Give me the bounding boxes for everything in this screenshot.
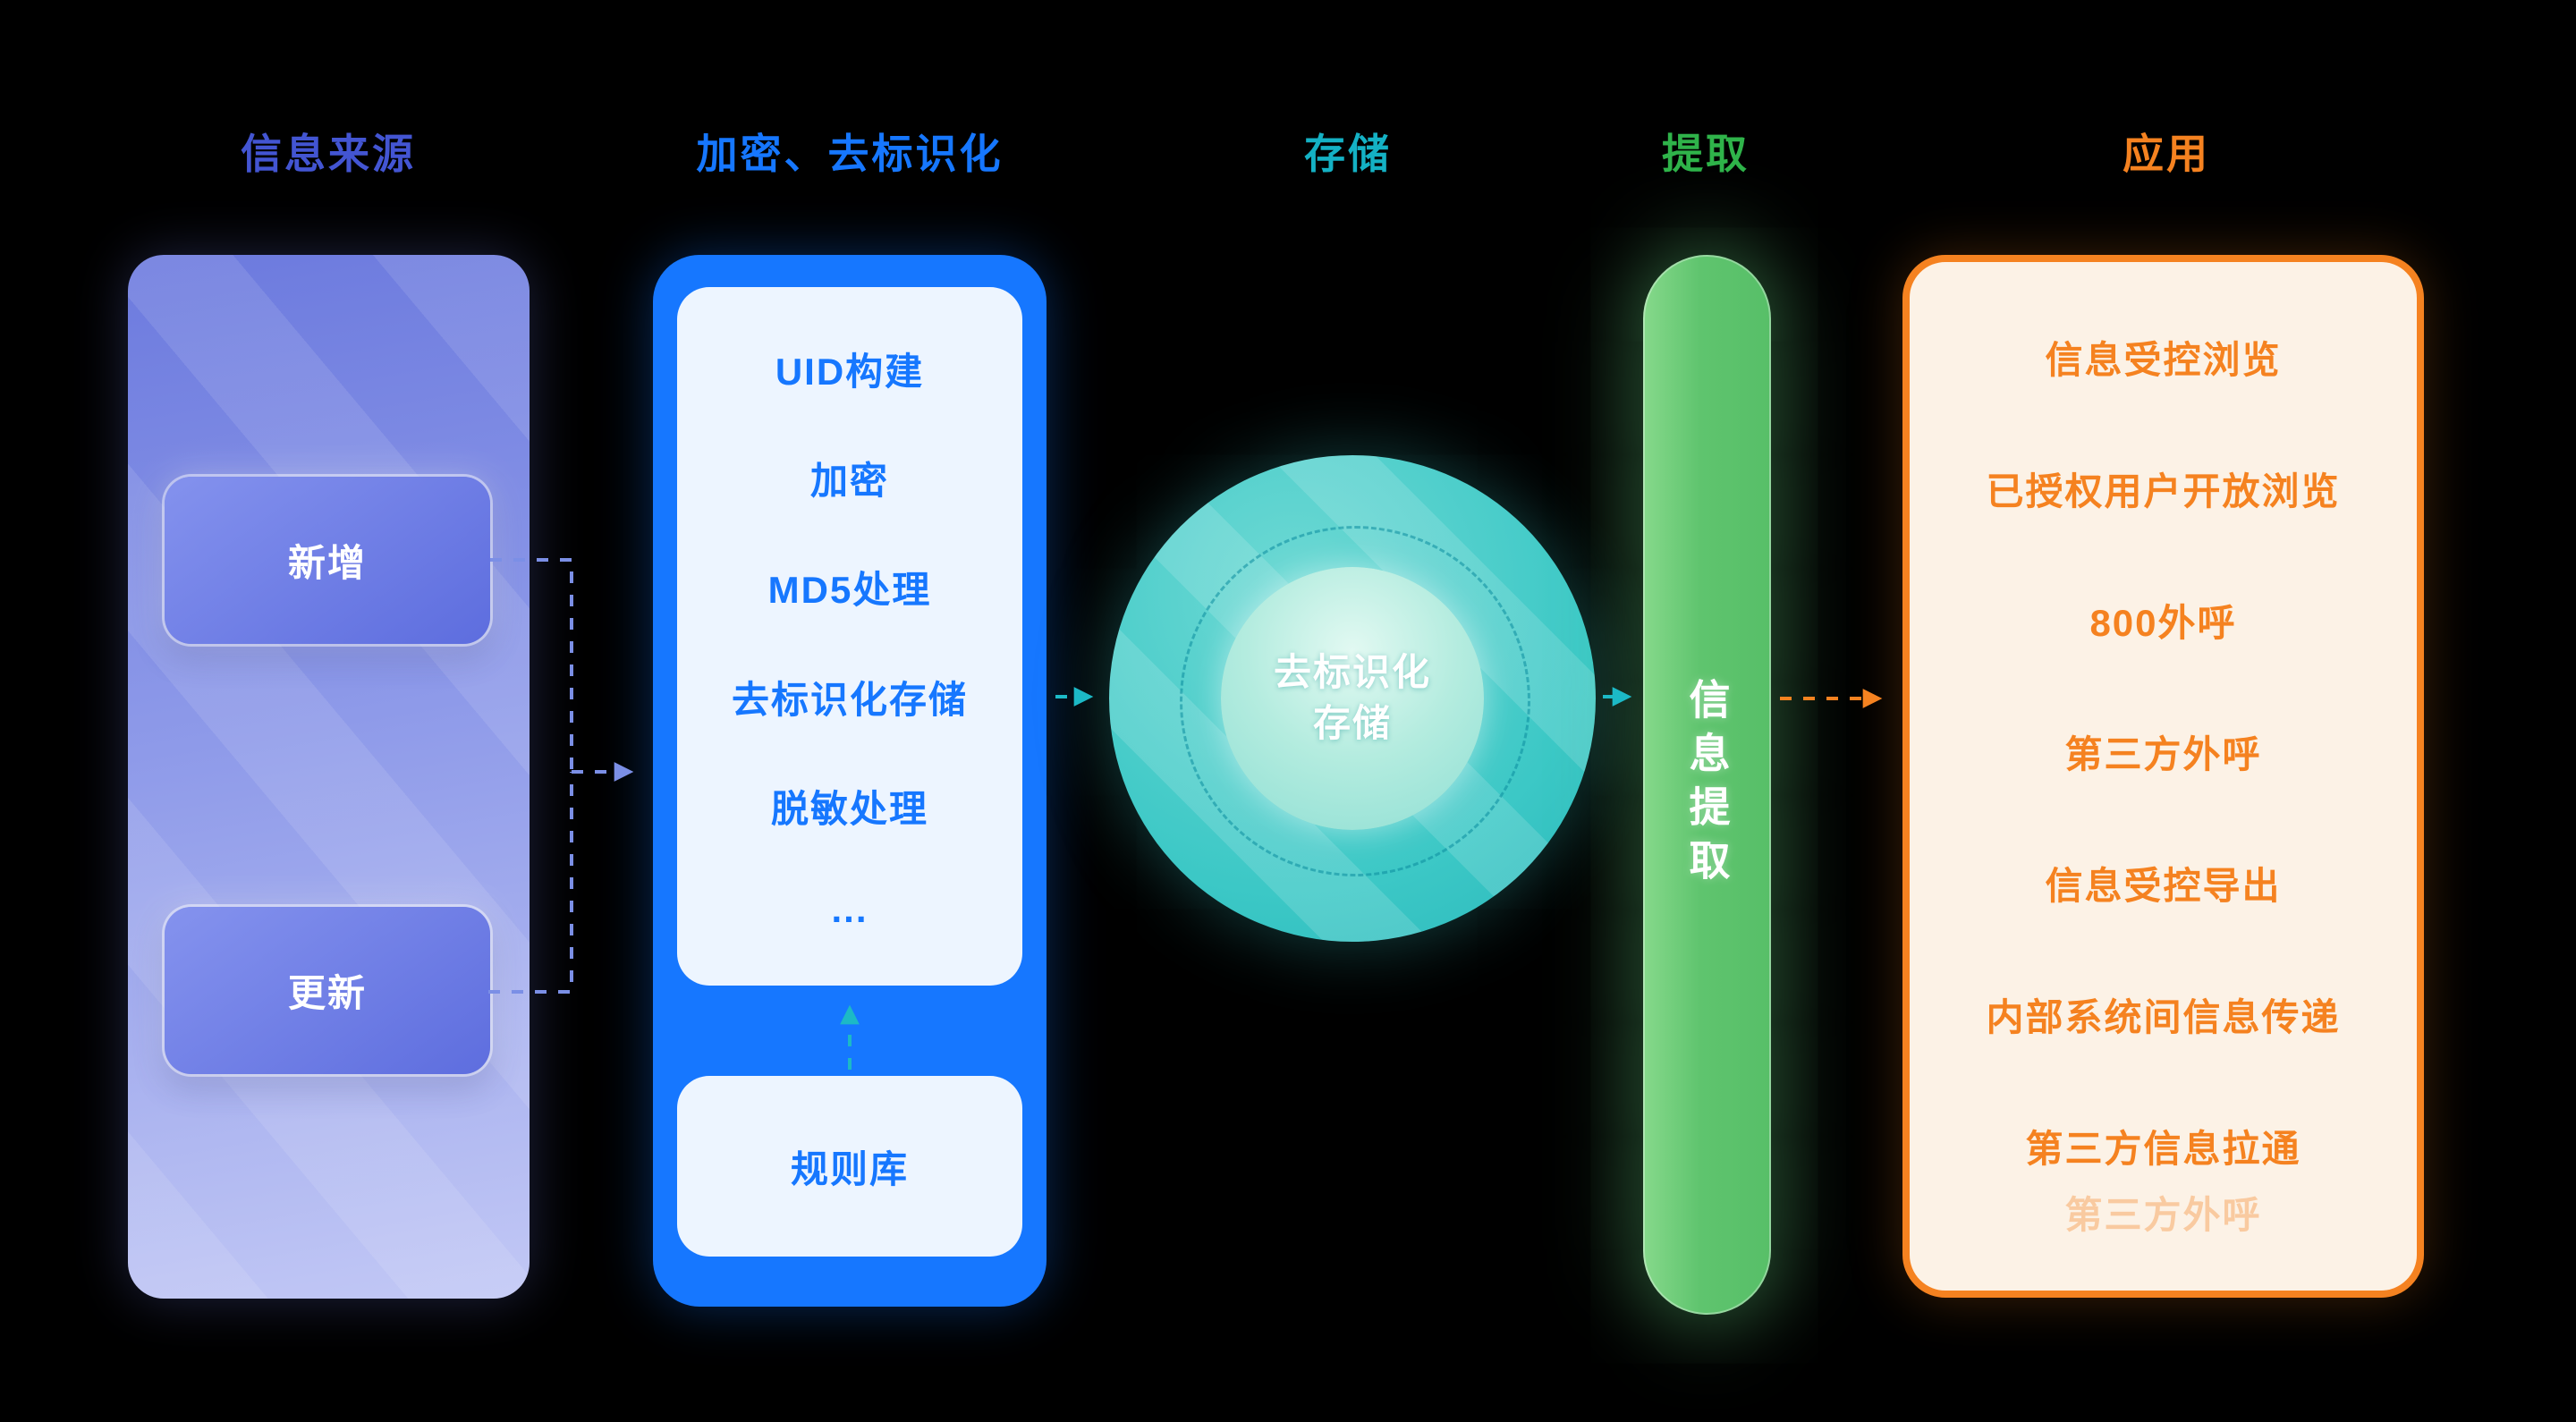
pipeline-panel: UID构建 加密 MD5处理 去标识化存储 脱敏处理 ... 规则库 bbox=[653, 255, 1046, 1307]
app-item-authorized-browse: 已授权用户开放浏览 bbox=[1986, 470, 2341, 512]
node-update-label: 更新 bbox=[287, 972, 367, 1014]
app-item-thirdparty-link: 第三方信息拉通 bbox=[2025, 1127, 2301, 1170]
app-item-controlled-browse: 信息受控浏览 bbox=[2045, 338, 2282, 381]
node-new-label: 新增 bbox=[287, 542, 367, 584]
storage-circle: 去标识化 存储 bbox=[1109, 455, 1596, 942]
extract-bar: 信息提取 bbox=[1643, 255, 1771, 1315]
apps-panel: 信息受控浏览 已授权用户开放浏览 800外呼 第三方外呼 信息受控导出 内部系统… bbox=[1902, 255, 2424, 1298]
header-storage: 存储 bbox=[1304, 131, 1392, 177]
storage-core: 去标识化 存储 bbox=[1221, 567, 1484, 830]
storage-dashed-ring bbox=[1180, 526, 1530, 876]
storage-core-label-line1: 去标识化 bbox=[1273, 651, 1431, 694]
pipeline-step-deid-store: 去标识化存储 bbox=[731, 678, 968, 721]
node-new: 新增 bbox=[165, 477, 490, 644]
header-extract: 提取 bbox=[1662, 131, 1750, 177]
source-panel: 新增 更新 bbox=[128, 255, 530, 1299]
pipeline-step-ellipsis: ... bbox=[831, 887, 869, 930]
app-item-800-call: 800外呼 bbox=[2089, 601, 2237, 644]
header-apps: 应用 bbox=[2123, 131, 2210, 177]
storage-core-label-line2: 存储 bbox=[1312, 702, 1392, 744]
pipeline-steps-box: UID构建 加密 MD5处理 去标识化存储 脱敏处理 ... bbox=[677, 287, 1022, 986]
header-encryption: 加密、去标识化 bbox=[696, 131, 1004, 177]
node-update: 更新 bbox=[165, 907, 490, 1074]
pipeline-step-encrypt: 加密 bbox=[809, 460, 889, 503]
pipeline-step-mask: 脱敏处理 bbox=[770, 787, 928, 830]
header-source: 信息来源 bbox=[241, 131, 416, 177]
pipeline-step-md5: MD5处理 bbox=[767, 569, 932, 612]
rules-box-label: 规则库 bbox=[790, 1147, 909, 1190]
app-item-thirdparty-call: 第三方外呼 bbox=[2064, 732, 2262, 775]
app-item-internal-transfer: 内部系统间信息传递 bbox=[1986, 995, 2341, 1038]
extract-bar-label: 信息提取 bbox=[1683, 677, 1731, 893]
rules-box: 规则库 bbox=[677, 1076, 1022, 1257]
app-item-controlled-export: 信息受控导出 bbox=[2045, 864, 2282, 907]
pipeline-step-uid: UID构建 bbox=[775, 351, 925, 394]
app-item-thirdparty-call-faded: 第三方外呼 bbox=[2064, 1193, 2262, 1236]
